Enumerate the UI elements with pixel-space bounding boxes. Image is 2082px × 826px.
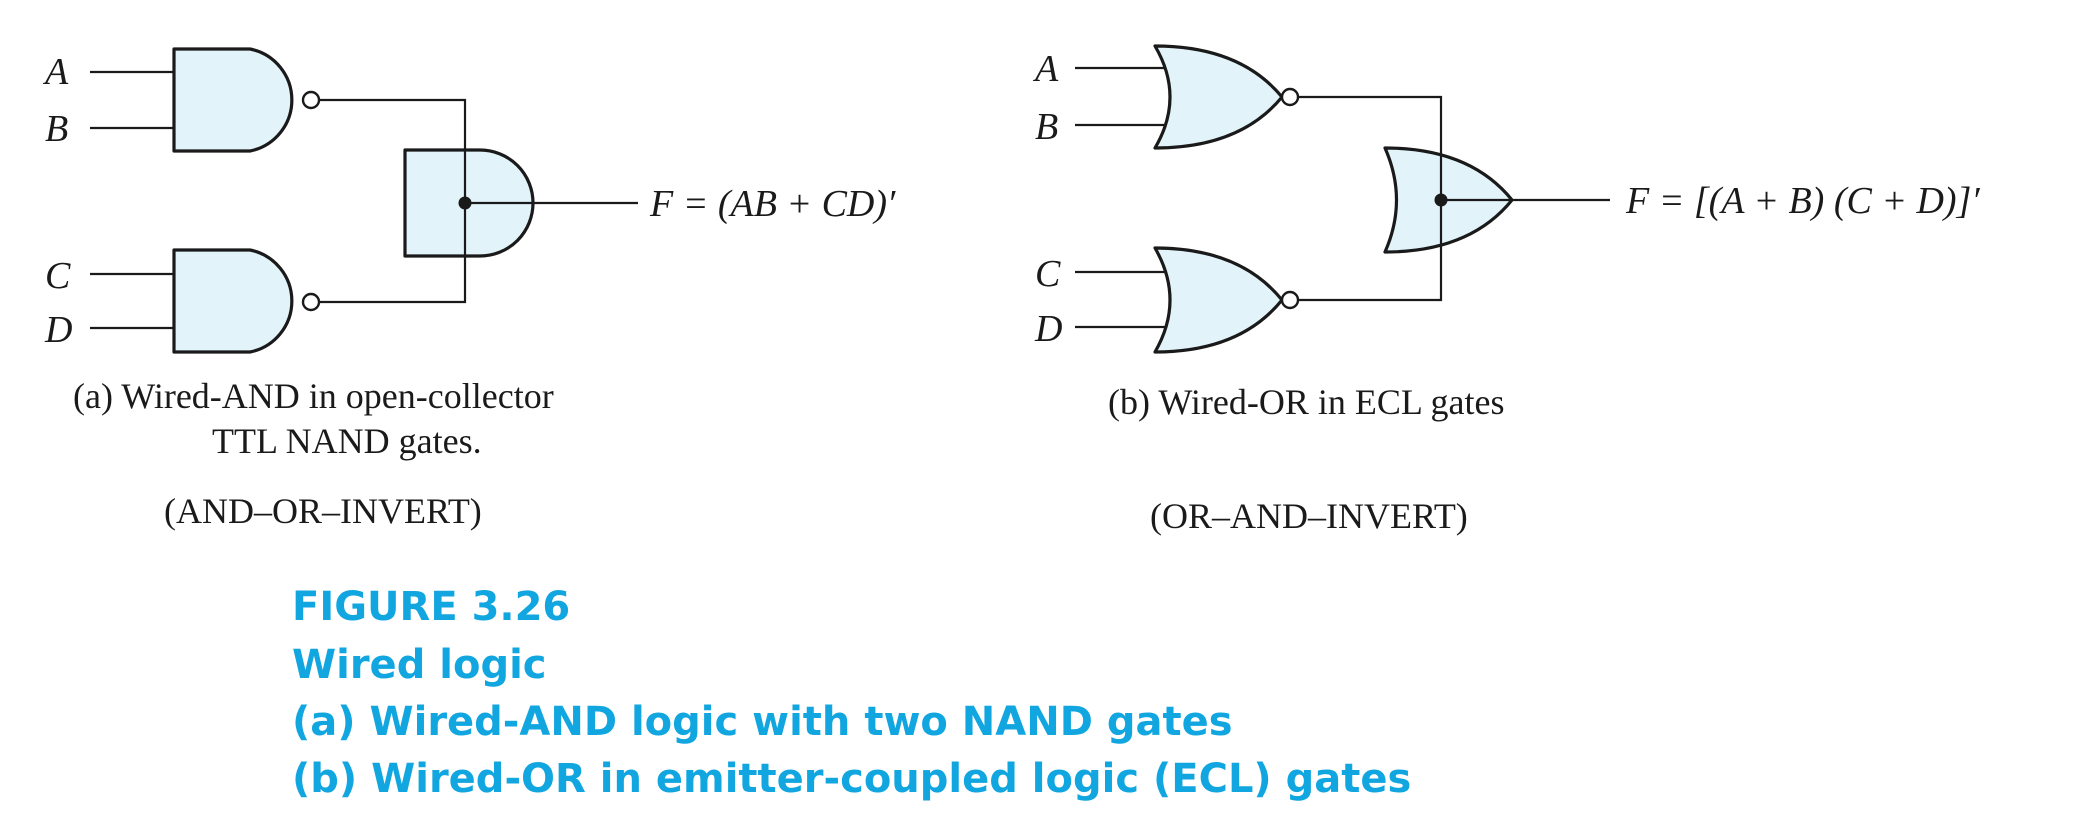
- figure-number: FIGURE 3.26: [292, 584, 570, 630]
- output-expression-right: F = [(A + B) (C + D)]′: [1625, 180, 1980, 222]
- label-c-left: C: [45, 255, 71, 297]
- label-b-left: B: [45, 108, 68, 150]
- nand-gate-bottom: [172, 248, 294, 354]
- nand-top-bubble: [301, 90, 321, 110]
- output-expression-left: F = (AB + CD)′: [649, 183, 896, 225]
- caption-a-line2: TTL NAND gates.: [212, 421, 482, 461]
- wired-or-circuit: A B C D F = [(A + B) (C + D)]′ (b) Wired…: [1032, 44, 1980, 536]
- caption-a-line1: (a) Wired-AND in open-collector: [73, 376, 554, 416]
- nand-gate-top: [172, 47, 294, 153]
- wired-and-circuit: A B C D F = (AB + CD)′ (a) Wired-AND in …: [42, 47, 896, 531]
- caption-b-line1: (b) Wired-OR in ECL gates: [1108, 382, 1504, 422]
- label-d-left: D: [44, 309, 72, 351]
- label-b-right: B: [1035, 106, 1058, 148]
- nand-bottom-bubble: [301, 292, 321, 312]
- nor-bottom-bubble: [1280, 290, 1300, 310]
- wire-nor-bottom-out: [1298, 200, 1443, 302]
- label-a-left: A: [42, 51, 69, 93]
- wired-or-junction: [1434, 193, 1448, 207]
- wire-nor-top-out: [1298, 95, 1443, 200]
- wired-and-junction: [458, 196, 472, 210]
- wire-nand-bottom-out: [319, 203, 467, 304]
- nor-top-bubble: [1280, 87, 1300, 107]
- nor-gate-top: [1153, 44, 1284, 150]
- label-c-right: C: [1035, 253, 1061, 295]
- figure-caption: FIGURE 3.26 Wired logic (a) Wired-AND lo…: [292, 584, 1411, 802]
- subcaption-b: (OR–AND–INVERT): [1150, 496, 1468, 536]
- figure-line-a: (a) Wired-AND logic with two NAND gates: [292, 699, 1233, 745]
- figure-title: Wired logic: [292, 642, 547, 688]
- label-a-right: A: [1032, 48, 1059, 90]
- figure-line-b: (b) Wired-OR in emitter-coupled logic (E…: [292, 756, 1411, 802]
- wire-nand-top-out: [319, 98, 467, 203]
- nor-gate-bottom: [1153, 246, 1284, 354]
- subcaption-a: (AND–OR–INVERT): [164, 491, 482, 531]
- label-d-right: D: [1034, 308, 1062, 350]
